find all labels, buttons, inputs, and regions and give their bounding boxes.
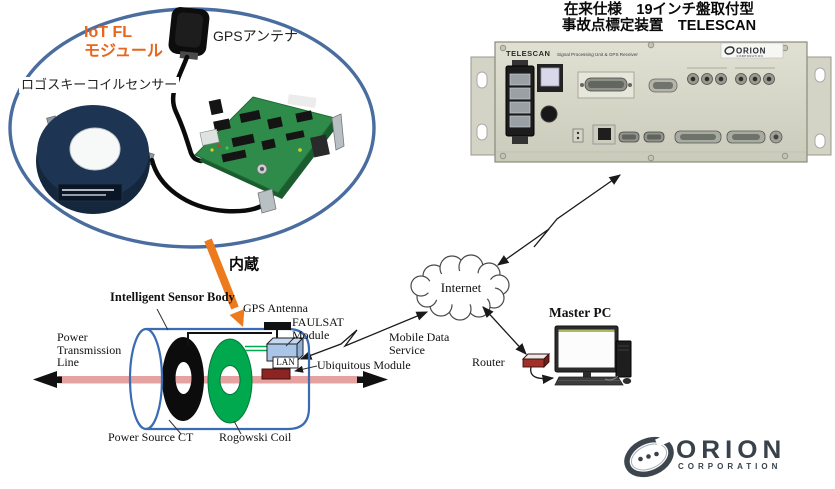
power-source-ct <box>162 337 205 421</box>
pointer-lines <box>156 308 318 435</box>
telescan-heading-line2: 事故点標定装置 TELESCAN <box>561 18 757 34</box>
router-box <box>521 352 551 369</box>
intelligent-sensor-body <box>33 308 388 435</box>
panel-logo-sub: CORPORATION <box>737 54 764 58</box>
builtin-label: 内蔵 <box>229 256 260 273</box>
faulsat-module-label: FAULSAT Module <box>292 315 344 342</box>
telescan-device-photo: TELESCAN Signal Processing Unit & GPS Re… <box>470 41 832 163</box>
power-line-label: Power Transmission Line <box>57 330 122 369</box>
sensor-gps-antenna-label: GPS Antenna <box>243 301 309 315</box>
power-line-arrows <box>33 371 388 388</box>
rogowski-coil-ring <box>207 338 253 424</box>
lan-label: LAN <box>276 356 295 367</box>
master-pc-label: Master PC <box>549 305 612 320</box>
arrow-cloud-telescan <box>497 174 621 266</box>
rogowski-coil-photo <box>36 105 155 214</box>
ubiquitous-module-label: Ubiquitous Module <box>317 358 411 372</box>
sensor-gps-antenna <box>264 322 291 330</box>
orion-logo-emblem <box>624 433 674 478</box>
gps-antenna-jp-label: GPSアンテナ <box>213 28 299 44</box>
rogowski-coil-label: Rogowski Coil <box>219 430 292 444</box>
telescan-heading-line1: 在来仕様 19インチ盤取付型 <box>563 2 755 18</box>
arrow-cloud-router <box>482 306 527 355</box>
mobile-data-label: Mobile Data Service <box>389 330 450 357</box>
telescan-panel-title: TELESCAN <box>506 49 550 58</box>
power-source-ct-label: Power Source CT <box>108 430 194 444</box>
telescan-panel-subtitle: Signal Processing Unit & GPS Receiver <box>557 52 638 57</box>
sensor-body-label: Intelligent Sensor Body <box>110 290 235 304</box>
internet-cloud <box>410 254 510 321</box>
rogowski-sensor-jp-label: ロゴスキーコイルセンサー <box>19 77 180 93</box>
builtin-arrow <box>204 238 245 327</box>
orion-logo-name: ORION <box>676 435 787 464</box>
telescan-heading: 在来仕様 19インチ盤取付型 事故点標定装置 TELESCAN <box>540 2 778 34</box>
router-label: Router <box>472 355 505 369</box>
iot-module-title-line2: モジュール <box>84 43 163 60</box>
internet-label: Internet <box>440 280 482 295</box>
arrow-router-pc <box>530 366 555 384</box>
iot-module-title-line1: IoT FL <box>84 24 132 41</box>
master-pc-photo <box>554 325 632 386</box>
gps-antenna-photo <box>168 7 210 164</box>
lan-box <box>272 356 299 369</box>
ubiquitous-module-box <box>261 368 291 380</box>
comm-arrows <box>299 174 621 384</box>
telescan-panel-logo: ORION CORPORATION <box>720 42 784 59</box>
pcb-board-photo <box>194 94 345 214</box>
orion-logo-subtitle: CORPORATION <box>678 462 782 471</box>
arrow-module-cloud <box>299 311 429 360</box>
panel-logo-name: ORION <box>736 47 766 56</box>
